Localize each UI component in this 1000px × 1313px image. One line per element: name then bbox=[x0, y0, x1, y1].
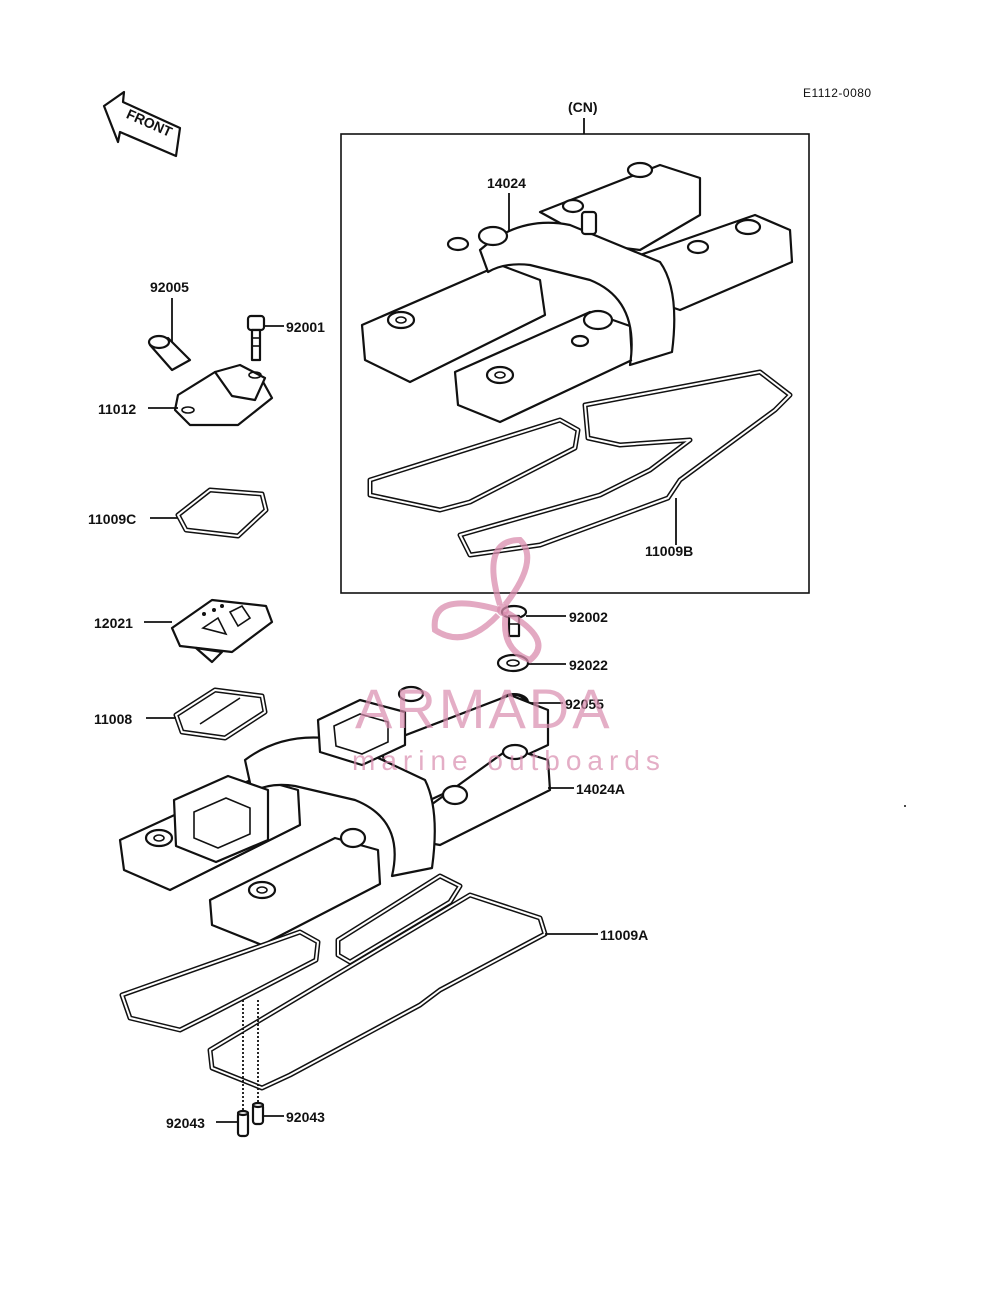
gasket-11009a bbox=[119, 873, 548, 1091]
part-label-92002: 92002 bbox=[569, 609, 608, 625]
cylinder-head-cover-cn bbox=[360, 161, 794, 424]
part-label-14024: 14024 bbox=[487, 175, 526, 191]
speck bbox=[904, 805, 906, 807]
cn-region-box bbox=[340, 133, 810, 594]
dowel-pin-92043-right bbox=[251, 1101, 265, 1126]
part-label-14024a: 14024A bbox=[576, 781, 625, 797]
cylinder-head-cover-14024a bbox=[118, 685, 552, 947]
part-label-11009b: 11009B bbox=[645, 543, 693, 559]
part-label-92055: 92055 bbox=[565, 696, 604, 712]
cn-region-label: (CN) bbox=[568, 99, 598, 115]
hose-92005 bbox=[147, 334, 192, 372]
gasket-11009c bbox=[175, 487, 269, 539]
propeller-logo-icon bbox=[431, 536, 542, 664]
part-label-11009c: 11009C bbox=[88, 511, 136, 527]
gasket-11008 bbox=[173, 687, 268, 741]
dowel-pin-92043-left bbox=[236, 1109, 250, 1138]
watermark: ARMADA marine outboards bbox=[352, 536, 666, 776]
part-label-11009a: 11009A bbox=[600, 927, 648, 943]
diagram-code: E1112-0080 bbox=[803, 86, 872, 100]
part-label-92001: 92001 bbox=[286, 319, 325, 335]
bolt-92001 bbox=[246, 314, 266, 362]
watermark-brand: ARMADA bbox=[355, 677, 613, 740]
part-label-92043-right: 92043 bbox=[286, 1109, 325, 1125]
part-label-92043-left: 92043 bbox=[166, 1115, 205, 1131]
part-label-12021: 12021 bbox=[94, 615, 133, 631]
gasket-11009b bbox=[367, 369, 793, 558]
front-arrow-icon: FRONT bbox=[102, 90, 182, 158]
part-label-11012: 11012 bbox=[98, 401, 136, 417]
breather-cover-11012 bbox=[173, 363, 274, 427]
watermark-tagline: marine outboards bbox=[352, 745, 666, 776]
part-label-92022: 92022 bbox=[569, 657, 608, 673]
part-label-92005: 92005 bbox=[150, 279, 189, 295]
part-label-11008: 11008 bbox=[94, 711, 132, 727]
plate-12021 bbox=[170, 598, 274, 664]
